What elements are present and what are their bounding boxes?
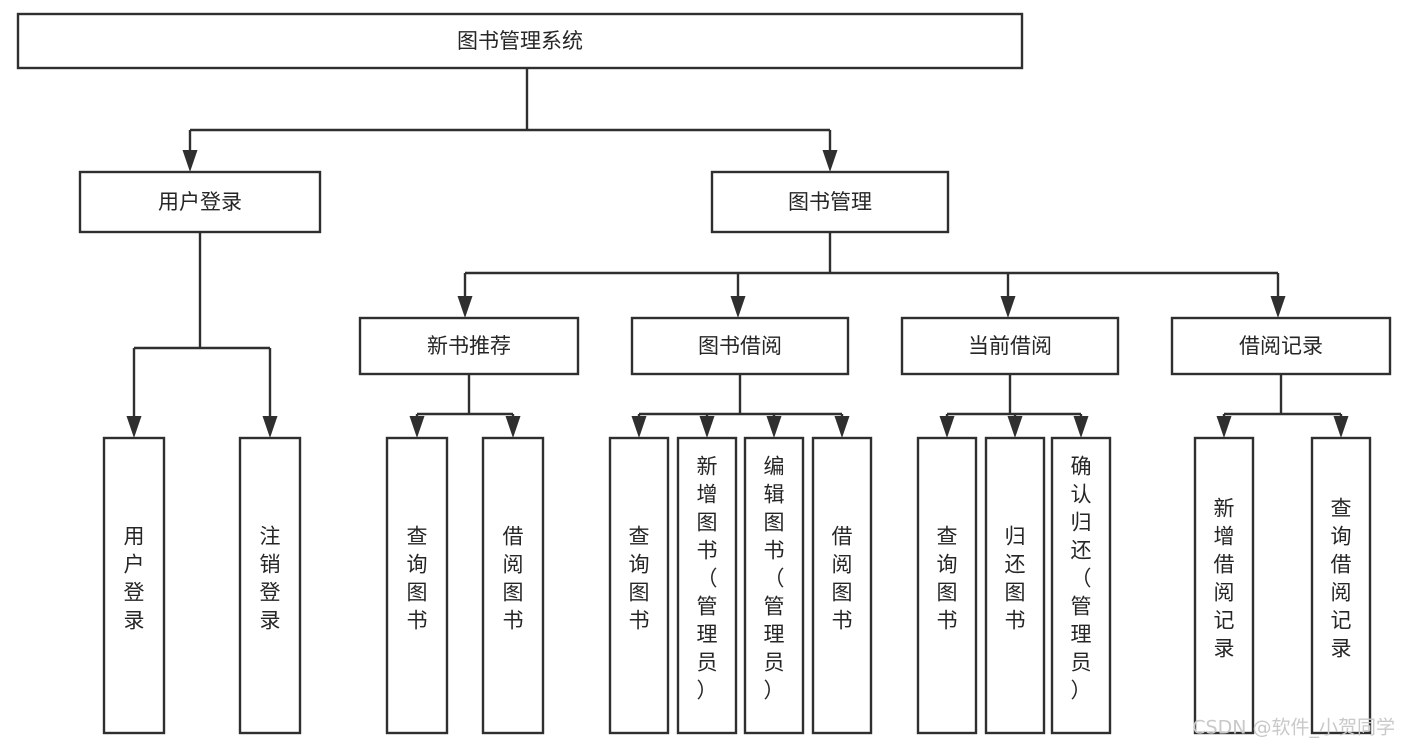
book-management-to-level3-arrow-3 [1270, 296, 1286, 318]
node-label-new-book-recommend: 新书推荐 [427, 334, 511, 358]
node-label-leaf-user-logout: 注销登录 [260, 525, 281, 633]
node-box-book-borrow[interactable] [630, 316, 850, 376]
book-management-to-level3-arrow-0 [457, 296, 473, 318]
node-leaf-user-logout[interactable]: 注销登录 [238, 436, 302, 735]
node-label-leaf-query-book-3: 查询图书 [937, 525, 958, 633]
node-book-borrow[interactable]: 图书借阅 [630, 316, 850, 376]
node-label-root: 图书管理系统 [457, 29, 583, 53]
node-current-borrow[interactable]: 当前借阅 [900, 316, 1120, 376]
node-leaf-query-book-1[interactable]: 查询图书 [385, 436, 449, 735]
node-label-leaf-edit-book: 编辑图书（管理员） [764, 455, 785, 703]
node-box-leaf-query-borrow-record[interactable] [1310, 436, 1372, 735]
node-label-leaf-add-book: 新增图书（管理员） [697, 455, 718, 703]
node-box-new-book-recommend[interactable] [358, 316, 580, 376]
book-borrow-to-leaves-arrow-1 [699, 416, 715, 438]
node-leaf-user-login[interactable]: 用户登录 [102, 436, 166, 735]
root-to-level2-arrow-1 [822, 150, 838, 172]
node-root[interactable]: 图书管理系统 [16, 12, 1024, 70]
node-user-login[interactable]: 用户登录 [78, 170, 322, 234]
node-borrow-record[interactable]: 借阅记录 [1170, 316, 1392, 376]
user-login-to-leaves-arrow-0 [126, 416, 142, 438]
node-label-leaf-query-book-2: 查询图书 [629, 525, 650, 633]
book-borrow-to-leaves-arrow-3 [834, 416, 850, 438]
node-box-leaf-user-logout[interactable] [238, 436, 302, 735]
node-label-leaf-user-login: 用户登录 [124, 525, 145, 633]
node-label-book-borrow: 图书借阅 [698, 334, 782, 358]
book-management-to-level3-arrow-1 [730, 296, 746, 318]
node-box-leaf-edit-book[interactable] [743, 436, 805, 735]
node-box-leaf-borrow-book-1[interactable] [481, 436, 545, 735]
node-label-leaf-query-borrow-record: 查询借阅记录 [1331, 497, 1352, 661]
borrow-record-to-leaves-arrow-1 [1333, 416, 1349, 438]
node-box-book-management[interactable] [710, 170, 950, 234]
node-leaf-add-book[interactable]: 新增图书（管理员） [676, 436, 738, 735]
node-label-leaf-add-borrow-record: 新增借阅记录 [1214, 497, 1235, 661]
node-box-leaf-confirm-return[interactable] [1050, 436, 1112, 735]
user-login-to-leaves-arrow-1 [262, 416, 278, 438]
node-box-root[interactable] [16, 12, 1024, 70]
node-leaf-borrow-book-2[interactable]: 借阅图书 [811, 436, 873, 735]
node-label-leaf-return-book: 归还图书 [1005, 525, 1026, 633]
book-management-to-level3-arrow-2 [1000, 296, 1016, 318]
node-box-leaf-query-book-3[interactable] [916, 436, 978, 735]
current-borrow-to-leaves-arrow-1 [1007, 416, 1023, 438]
node-box-leaf-user-login[interactable] [102, 436, 166, 735]
node-box-leaf-query-book-2[interactable] [608, 436, 670, 735]
node-box-user-login[interactable] [78, 170, 322, 234]
node-label-borrow-record: 借阅记录 [1239, 334, 1323, 358]
node-box-leaf-borrow-book-2[interactable] [811, 436, 873, 735]
csdn-watermark: CSDN @软件_小贺同学 [1192, 717, 1395, 739]
current-borrow-to-leaves-arrow-0 [939, 416, 955, 438]
book-borrow-to-leaves-arrow-0 [631, 416, 647, 438]
node-label-leaf-borrow-book-2: 借阅图书 [832, 525, 853, 633]
root-to-level2-arrow-0 [182, 150, 198, 172]
node-label-leaf-borrow-book-1: 借阅图书 [503, 525, 524, 633]
node-label-leaf-query-book-1: 查询图书 [407, 525, 428, 633]
new-book-recommend-to-leaves-arrow-1 [505, 416, 521, 438]
book-borrow-to-leaves-arrow-2 [766, 416, 782, 438]
node-leaf-query-book-3[interactable]: 查询图书 [916, 436, 978, 735]
node-label-user-login: 用户登录 [158, 190, 242, 214]
node-leaf-edit-book[interactable]: 编辑图书（管理员） [743, 436, 805, 735]
current-borrow-to-leaves-arrow-2 [1073, 416, 1089, 438]
node-box-current-borrow[interactable] [900, 316, 1120, 376]
node-leaf-query-borrow-record[interactable]: 查询借阅记录 [1310, 436, 1372, 735]
node-box-leaf-query-book-1[interactable] [385, 436, 449, 735]
node-label-leaf-confirm-return: 确认归还（管理员） [1071, 455, 1092, 703]
new-book-recommend-to-leaves-arrow-0 [409, 416, 425, 438]
node-box-leaf-add-borrow-record[interactable] [1193, 436, 1255, 735]
node-book-management[interactable]: 图书管理 [710, 170, 950, 234]
node-leaf-confirm-return[interactable]: 确认归还（管理员） [1050, 436, 1112, 735]
node-leaf-query-book-2[interactable]: 查询图书 [608, 436, 670, 735]
borrow-record-to-leaves-arrow-0 [1216, 416, 1232, 438]
node-box-leaf-add-book[interactable] [676, 436, 738, 735]
node-box-borrow-record[interactable] [1170, 316, 1392, 376]
node-leaf-add-borrow-record[interactable]: 新增借阅记录 [1193, 436, 1255, 735]
node-leaf-return-book[interactable]: 归还图书 [984, 436, 1046, 735]
node-label-book-management: 图书管理 [788, 190, 872, 214]
connector-layer [126, 68, 1349, 438]
node-label-current-borrow: 当前借阅 [968, 334, 1052, 358]
node-new-book-recommend[interactable]: 新书推荐 [358, 316, 580, 376]
node-layer: 图书管理系统用户登录图书管理新书推荐图书借阅当前借阅借阅记录用户登录注销登录查询… [16, 12, 1392, 735]
node-box-leaf-return-book[interactable] [984, 436, 1046, 735]
node-leaf-borrow-book-1[interactable]: 借阅图书 [481, 436, 545, 735]
